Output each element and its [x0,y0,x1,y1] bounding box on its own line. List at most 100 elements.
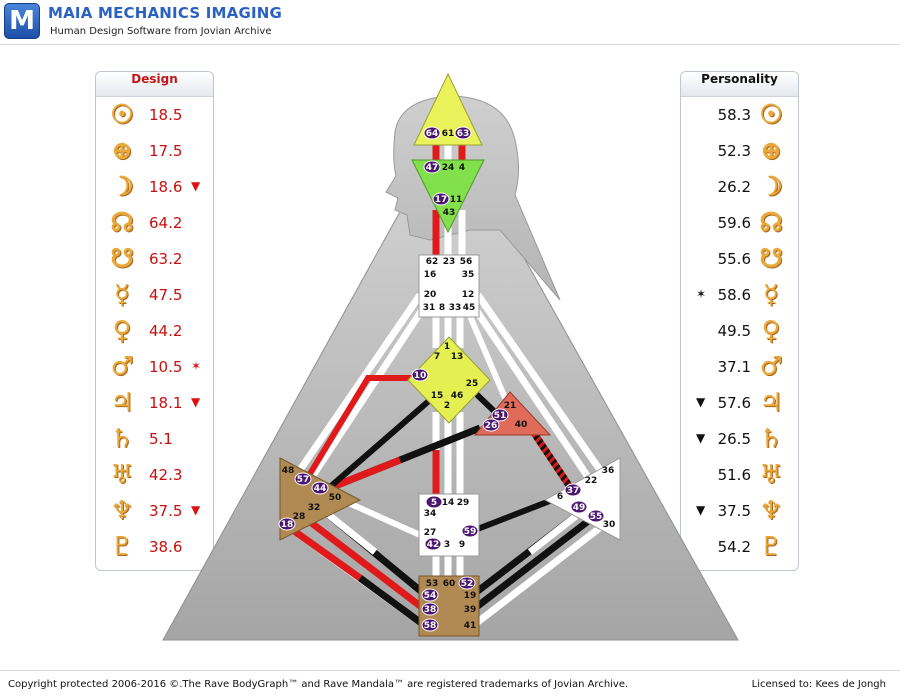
gate-marker [424,537,442,551]
design-value: 64.2 [149,214,183,232]
design-row: ♀44.2 [96,314,213,350]
venus-icon: ♀ [761,316,781,346]
gate-64-label: 64 [426,129,439,139]
personality-panel-title: Personality [681,72,798,97]
design-value: 10.5 [149,358,183,376]
gate-27-label: 27 [424,528,437,538]
gate-4-label: 4 [459,163,465,173]
personality-value: 26.2 [717,178,751,196]
gate-marker [425,495,443,509]
gate-48-label: 48 [282,466,295,476]
detriment-icon: ▼ [696,431,706,445]
detriment-icon: ▼ [191,503,201,517]
mars-icon: ♂ [759,352,783,382]
gate-59-label: 59 [464,527,477,537]
exalted-icon: ✶ [696,287,707,301]
gate-marker [423,160,441,174]
gate-13-label: 13 [451,352,464,362]
design-row: ☿ 47.5 [96,278,213,314]
gate-28-label: 28 [293,512,306,522]
design-row: ♇38.6 [96,530,213,566]
throat-center [418,254,480,318]
gate-3-label: 3 [444,540,450,550]
design-value: 37.5 [149,502,183,520]
gate-marker [587,509,605,523]
gate-22-label: 22 [585,476,598,486]
gate-31-label: 31 [423,303,436,313]
mercury-icon: ☿ [763,280,779,310]
gate-53-label: 53 [426,579,439,589]
design-row: ♄5.1 [96,422,213,458]
g-center [407,336,491,424]
gate-10-label: 10 [414,371,427,381]
gate-marker [423,126,441,140]
gate-marker [491,408,509,422]
gate-marker [411,368,429,382]
personality-value: 58.6 [717,286,751,304]
design-value: 42.3 [149,466,183,484]
neptune-icon: ♆ [759,496,783,526]
south-node-icon: ☋ [759,244,783,274]
personality-row: ⊕52.3 [681,134,798,170]
personality-row: ☊59.6 [681,206,798,242]
copyright-text: Copyright protected 2006-2016 ©.The Rave… [8,679,629,690]
gate-marker [458,576,476,590]
design-value: 5.1 [149,430,173,448]
gate-32-label: 32 [308,503,321,513]
south-node-icon: ☋ [110,244,134,274]
gate-60-label: 60 [443,579,456,589]
personality-value: 51.6 [717,466,751,484]
personality-value: 55.6 [717,250,751,268]
gate-43-label: 43 [443,208,456,218]
gate-44-label: 44 [314,484,327,494]
gate-marker [454,126,472,140]
sun-icon: ☉ [110,100,134,130]
pluto-icon: ♇ [110,532,134,562]
gate-42-label: 42 [427,540,440,550]
gate-26-label: 26 [485,421,498,431]
design-value: 18.1 [149,394,183,412]
gate-14-label: 14 [442,498,455,508]
detriment-icon: ▼ [191,395,201,409]
gate-marker [564,483,582,497]
design-row: ♅ 42.3 [96,458,213,494]
pluto-icon: ♇ [759,532,783,562]
gate-58-label: 58 [424,621,437,631]
personality-value: 49.5 [717,322,751,340]
gate-25-label: 25 [466,379,479,389]
personality-row: ☽ 26.2 [681,170,798,206]
gate-47-label: 47 [426,163,439,173]
design-row: ⊕17.5 [96,134,213,170]
personality-value: 26.5 [717,430,751,448]
personality-row: ☋ 55.6 [681,242,798,278]
mercury-icon: ☿ [114,280,130,310]
gate-6-label: 6 [557,492,563,502]
personality-value: 37.5 [717,502,751,520]
design-row: ☋63.2 [96,242,213,278]
personality-panel: Personality ☉58.3⊕52.3☽26.2☊59.6☋55.6☿58… [680,71,799,571]
gate-11-label: 11 [450,195,463,205]
detriment-icon: ▼ [191,179,201,193]
design-value: 47.5 [149,286,183,304]
app-logo-icon: M [4,3,40,39]
sun-icon: ☉ [759,100,783,130]
personality-row: ☿ 58.6 ✶ [681,278,798,314]
gate-marker [432,192,450,206]
personality-value: 54.2 [717,538,751,556]
gate-1-label: 1 [444,342,450,352]
gate-17-label: 17 [435,195,448,205]
uranus-icon: ♅ [110,460,134,490]
gate-34-label: 34 [424,509,437,519]
gate-marker [278,517,296,531]
gate-55-label: 55 [590,512,603,522]
gate-15-label: 15 [431,391,444,401]
gate-61-label: 61 [442,129,455,139]
personality-row: ♂37.1 [681,350,798,386]
gate-50-label: 50 [329,493,342,503]
app-header: M MAIA MECHANICS IMAGING Human Design So… [0,0,900,45]
personality-row: ♇ 54.2 [681,530,798,566]
moon-icon: ☽ [759,172,783,202]
gate-35-label: 35 [462,270,475,280]
mars-icon: ♂ [110,352,134,382]
design-value: 18.6 [149,178,183,196]
